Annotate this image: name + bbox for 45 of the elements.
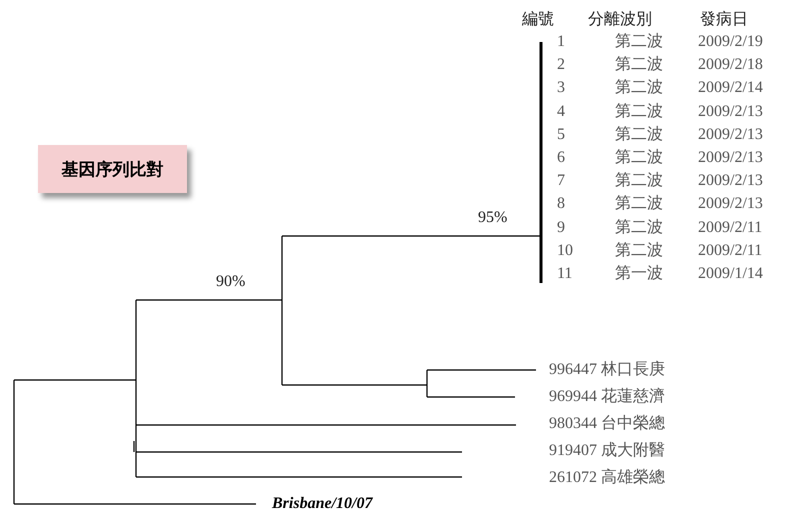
column-header: 分離波別 — [588, 10, 652, 30]
column-header: 編號 — [522, 10, 554, 30]
table-cell: 第一波 — [615, 264, 663, 284]
title-box: 基因序列比對 — [38, 145, 187, 193]
table-cell: 2009/2/13 — [698, 148, 763, 168]
table-cell: 2009/1/14 — [698, 264, 763, 284]
table-cell: 第二波 — [615, 55, 663, 76]
table-cell: 7 — [557, 171, 565, 192]
table-cell: 1 — [557, 32, 565, 52]
column-header: 發病日 — [700, 10, 748, 30]
table-cell: 第二波 — [615, 148, 663, 168]
table-cell: 9 — [557, 218, 565, 238]
leaf-label: 980344 台中榮總 — [549, 414, 665, 434]
table-cell: 4 — [557, 102, 565, 122]
table-cell: 2009/2/18 — [698, 55, 763, 76]
table-cell: 2009/2/19 — [698, 32, 763, 52]
table-cell: 11 — [557, 264, 572, 284]
table-cell: 3 — [557, 78, 565, 98]
table-cell: 2009/2/14 — [698, 78, 763, 98]
table-cell: 第二波 — [615, 171, 663, 192]
leaf-label: 919407 成大附醫 — [549, 441, 665, 461]
bootstrap-value: 90% — [216, 272, 246, 292]
table-cell: 2009/2/13 — [698, 194, 763, 214]
table-cell: 第二波 — [615, 32, 663, 52]
table-cell: 6 — [557, 148, 565, 168]
table-cell: 第二波 — [615, 194, 663, 214]
table-cell: 2009/2/13 — [698, 102, 763, 122]
table-cell: 第二波 — [615, 78, 663, 98]
table-cell: 2009/2/13 — [698, 124, 763, 145]
table-cell: 2009/2/11 — [698, 240, 762, 261]
table-cell: 8 — [557, 194, 565, 214]
table-cell: 10 — [557, 240, 573, 261]
table-cell: 第二波 — [615, 240, 663, 261]
table-cell: 2009/2/11 — [698, 218, 762, 238]
table-cell: 第二波 — [615, 102, 663, 122]
leaf-label: 261072 高雄榮總 — [549, 468, 665, 488]
table-cell: 第二波 — [615, 218, 663, 238]
table-cell: 2009/2/13 — [698, 171, 763, 192]
leaf-label: 969944 花蓮慈濟 — [549, 387, 665, 407]
table-cell: 第二波 — [615, 124, 663, 145]
leaf-label: 996447 林口長庚 — [549, 360, 665, 380]
bootstrap-value: 95% — [478, 208, 508, 228]
table-cell: 5 — [557, 124, 565, 145]
table-cell: 2 — [557, 55, 565, 76]
reference-strain-label: Brisbane/10/07 — [272, 494, 372, 511]
